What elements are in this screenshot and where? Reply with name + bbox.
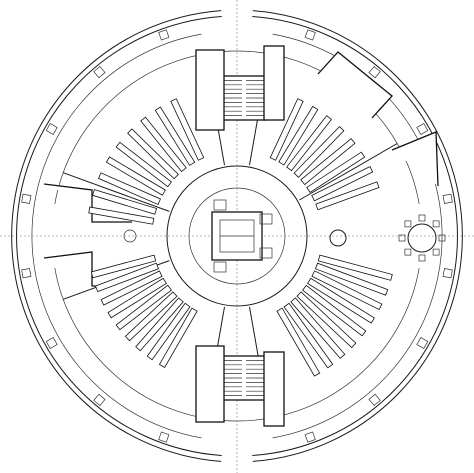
desk-row-north-west [170,98,205,161]
stair-north-side [263,45,285,121]
north-east-room [317,51,393,119]
conference-chair [418,254,426,262]
desk-row-east [283,302,334,369]
radial-wall [63,172,170,212]
desk-row-east [314,262,389,296]
conference-chair [432,248,440,256]
conference-chair [404,248,412,256]
desk-row-north-west [92,189,158,215]
stair-south-lobby [195,345,225,423]
perimeter-fixture [416,337,429,349]
desk-row-north-east [300,138,356,186]
desk-row-south-west [90,254,157,279]
walkway-edge-west [31,33,202,439]
desk-row-east [307,277,375,324]
desk-row-south-west [115,284,172,331]
desk-row-south-west [107,277,167,319]
desk-row-north-west [127,128,179,180]
perimeter-fixture [21,268,32,279]
perimeter-fixture [93,393,106,407]
conference-table [407,223,437,253]
conference-chair [398,234,406,242]
core-fixture [213,199,227,211]
desk-row-east [311,270,383,311]
central-core [211,199,273,273]
core-fixture [259,213,273,225]
perimeter-fixture [45,337,58,349]
east-room [391,131,439,187]
desk-row-north-west [98,172,161,206]
conference-chair [438,234,446,242]
desk-rows [88,98,393,377]
column [329,229,347,247]
desk-row-north-east [315,181,380,211]
perimeter-fixture [93,65,106,79]
desk-row-north-east [278,105,319,166]
desk-row-north-west [105,156,166,196]
desk-row-north-west [115,141,172,188]
perimeter-fixture [442,268,453,279]
desk-row-south-west [124,291,178,342]
outer-wall-inner-west [16,16,222,456]
perimeter-fixture [45,123,58,135]
partition-walls [43,51,439,419]
desk-row-north-west [154,106,196,166]
perimeter-fixture [368,393,381,407]
desk-row-east [290,297,346,359]
conference-chair [432,220,440,228]
desk-row-east [296,291,357,349]
perimeter-fixture [21,193,32,204]
stair-north-lobby [195,49,225,131]
outer-wall-outer-east [252,10,463,462]
stairwells [195,45,285,427]
floor-ring-north [54,50,420,204]
desk-row-north-east [311,166,374,202]
perimeter-fixture [368,65,381,79]
conference-chair [404,220,412,228]
perimeter-fixture [304,29,316,41]
perimeter-fixture [158,29,170,41]
desk-row-south-west [158,307,198,368]
desk-row-south-west [146,302,191,361]
conference-chair [418,214,426,222]
desk-row-north-west [140,116,187,173]
desk-row-south-west [135,297,184,352]
west-room-wall-lower [43,251,108,287]
desk-row-north-east [269,98,304,161]
outer-wall-outer-west [11,10,222,462]
desk-row-south-west [95,262,159,293]
perimeter-fixture [442,193,453,204]
desk-row-east [317,254,393,281]
desk-row-north-east [286,115,332,172]
desk-row-north-east [306,151,366,194]
column-west [123,229,137,243]
core-fixture [213,261,227,273]
core-fixture [259,247,273,259]
desk-row-south-west [100,270,163,306]
perimeter-fixture [416,123,429,135]
desk-row-north-west [88,206,155,225]
stair-south-side [263,351,285,427]
fixtures [123,214,446,262]
desk-row-north-east [293,125,345,178]
radial-wall [299,143,398,201]
perimeter-fixture [158,431,170,443]
desk-row-east [276,307,321,377]
desk-row-east [302,284,367,337]
perimeter-fixture [304,431,316,443]
